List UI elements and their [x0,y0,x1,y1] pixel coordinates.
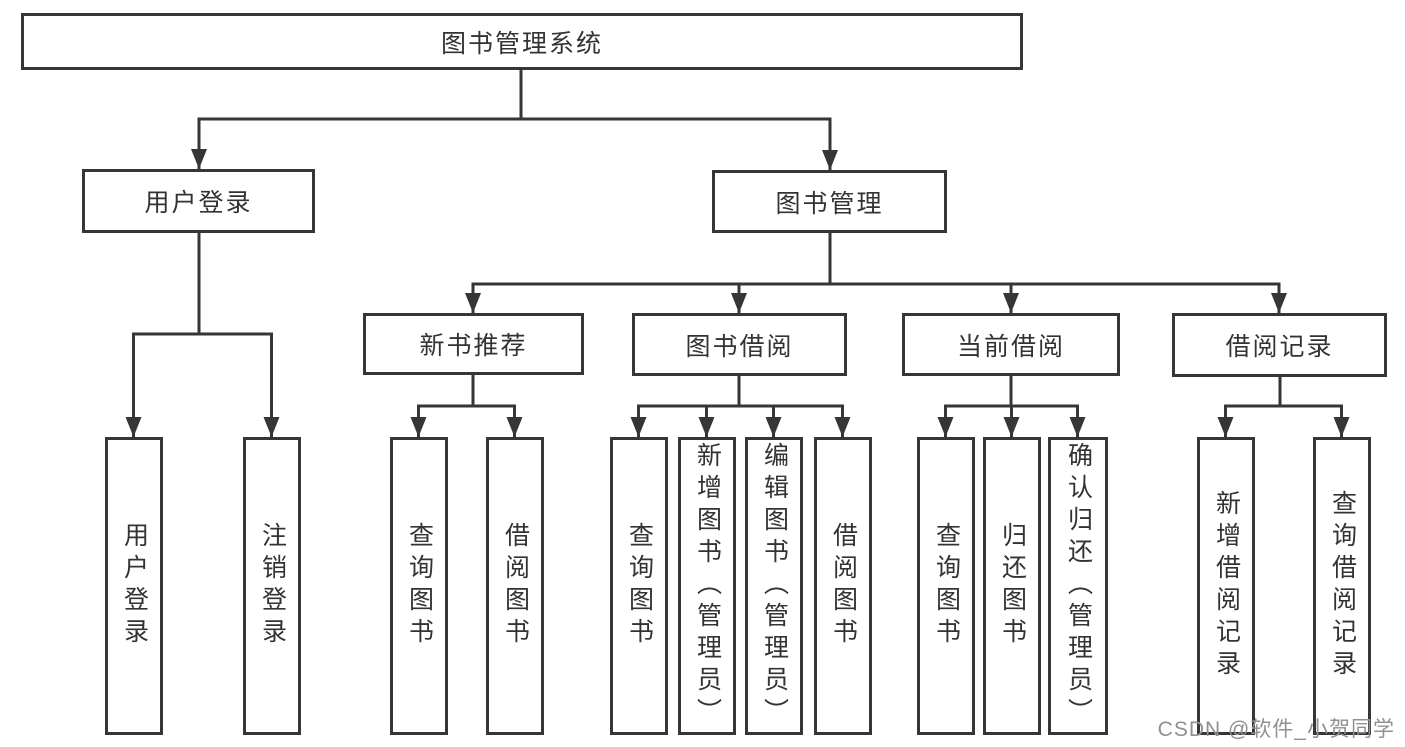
node-book-management: 图书管理 [712,170,947,233]
node-library-system: 图书管理系统 [21,13,1023,70]
node-book-borrow: 图书借阅 [632,313,847,376]
leaf-borrow-edit-books-label: 编辑图书（管理员） [760,442,789,730]
leaf-user-login-label: 用户登录 [120,522,149,650]
leaf-borrow-borrow-books: 借阅图书 [814,437,872,735]
leaf-logout-label: 注销登录 [258,522,287,650]
leaf-newbook-query-books: 查询图书 [390,437,448,735]
leaf-newbook-borrow-books-label: 借阅图书 [501,522,530,650]
node-library-system-label: 图书管理系统 [440,29,603,58]
leaf-current-confirm-return: 确认归还（管理员） [1048,437,1108,735]
leaf-borrow-query-books-label: 查询图书 [625,522,654,650]
node-user-login: 用户登录 [82,169,315,233]
connector-management [465,233,1287,313]
node-current-borrow: 当前借阅 [902,313,1120,376]
leaf-record-query: 查询借阅记录 [1313,437,1371,735]
connector-login [125,233,280,437]
connector-root [191,70,838,170]
leaf-borrow-edit-books: 编辑图书（管理员） [745,437,803,735]
csdn-watermark: CSDN @软件_小贺同学 [1157,718,1395,741]
leaf-borrow-add-books: 新增图书（管理员） [678,437,736,735]
leaf-record-query-label: 查询借阅记录 [1328,490,1357,682]
leaf-borrow-borrow-books-label: 借阅图书 [829,522,858,650]
leaf-user-login: 用户登录 [105,437,163,735]
leaf-current-query-books-label: 查询图书 [932,522,961,650]
connector-new-book [410,375,523,437]
node-book-borrow-label: 图书借阅 [685,332,794,361]
leaf-logout: 注销登录 [243,437,301,735]
leaf-borrow-query-books: 查询图书 [610,437,668,735]
connector-current-borrow [937,376,1086,437]
leaf-current-return-books: 归还图书 [983,437,1041,735]
node-borrow-record: 借阅记录 [1172,313,1387,377]
node-book-management-label: 图书管理 [775,189,884,218]
leaf-newbook-borrow-books: 借阅图书 [486,437,544,735]
leaf-current-query-books: 查询图书 [917,437,975,735]
leaf-borrow-add-books-label: 新增图书（管理员） [693,442,722,730]
node-new-book-recommend-label: 新书推荐 [419,332,528,360]
leaf-current-return-books-label: 归还图书 [998,522,1027,650]
leaf-record-add-label: 新增借阅记录 [1212,490,1241,682]
leaf-record-add: 新增借阅记录 [1197,437,1255,735]
connector-borrow-record [1217,377,1350,437]
leaf-newbook-query-books-label: 查询图书 [405,522,434,650]
node-current-borrow-label: 当前借阅 [956,332,1065,361]
node-user-login-label: 用户登录 [144,189,253,217]
node-new-book-recommend: 新书推荐 [363,313,584,375]
leaf-current-confirm-return-label: 确认归还（管理员） [1064,442,1093,730]
node-borrow-record-label: 借阅记录 [1225,333,1334,361]
connector-book-borrow [630,376,851,437]
